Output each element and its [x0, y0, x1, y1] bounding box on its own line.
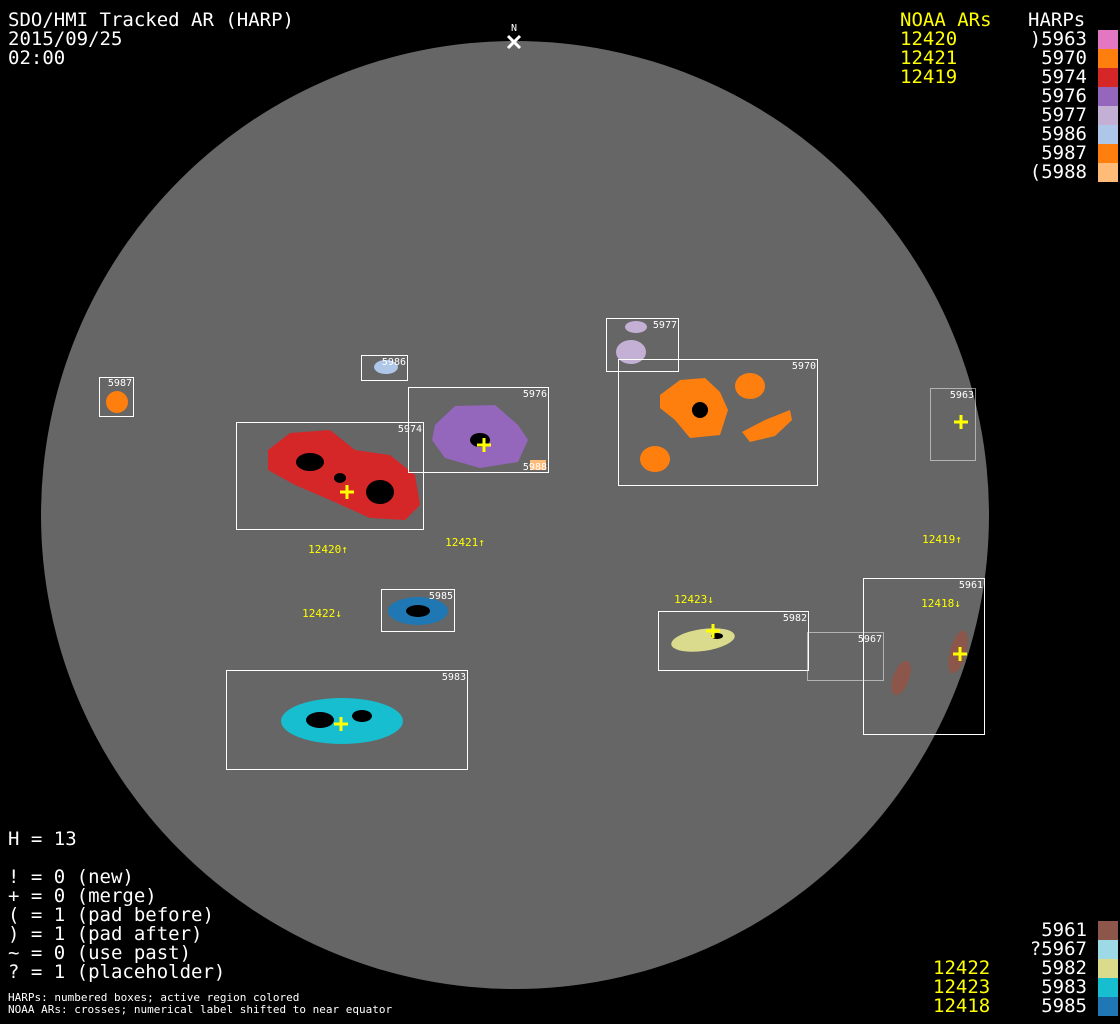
noaa-item: 12420	[900, 28, 958, 50]
harp-label: 5982	[783, 613, 807, 624]
harp-color-swatch	[1098, 921, 1118, 940]
harp-box-5982	[658, 611, 809, 671]
stat-line: ? = 1 (placeholder)	[8, 961, 226, 983]
noaa-label: 12420↑	[308, 543, 348, 556]
harp-label: 5985	[429, 591, 453, 602]
footer-note: HARPs: numbered boxes; active region col…	[8, 991, 300, 1004]
harp-boxes	[99, 318, 985, 770]
harp-color-swatch	[1098, 49, 1118, 68]
harp-color-swatch	[1098, 125, 1118, 144]
harp-legend-item: 5983	[1041, 976, 1087, 998]
image-title: SDO/HMI Tracked AR (HARP)	[8, 9, 294, 31]
harp-legend-item: 5985	[1041, 995, 1087, 1017]
noaa-label: 12422↓	[302, 607, 342, 620]
harp-color-swatch	[1098, 68, 1118, 87]
harp-color-swatch	[1098, 106, 1118, 125]
harp-box-5974	[236, 422, 424, 530]
noaa-item: 12418	[933, 995, 991, 1017]
region-5987	[106, 391, 128, 413]
harp-color-swatch	[1098, 87, 1118, 106]
harp-count: H = 13	[8, 828, 77, 850]
harp-label: 5977	[653, 320, 677, 331]
north-marker-icon	[506, 34, 522, 50]
harp-box-5987	[99, 377, 134, 417]
cross-icon	[477, 438, 491, 452]
harp-color-swatch	[1098, 163, 1118, 182]
harp-legend-item: 5986	[1041, 123, 1087, 145]
cross-icon	[334, 717, 348, 731]
cross-icon	[340, 485, 354, 499]
noaa-label: 12419↑	[922, 533, 962, 546]
harp-color-swatch	[1098, 978, 1118, 997]
harp-color-swatch	[1098, 30, 1118, 49]
harp-label: 5974	[398, 424, 422, 435]
harp-legend-item: 5977	[1041, 104, 1087, 126]
harp-legend-item: 5987	[1041, 142, 1087, 164]
noaa-header: NOAA ARs	[900, 9, 992, 31]
harp-box-5963	[930, 388, 976, 461]
harp-legend-item: 5961	[1041, 919, 1087, 941]
stat-line: ! = 0 (new)	[8, 866, 134, 888]
harp-legend-item: ?5967	[1029, 938, 1087, 960]
region-5977a	[625, 321, 647, 333]
harp-label: 5986	[382, 357, 406, 368]
noaa-item: 12421	[900, 47, 958, 69]
harp-label: 5970	[792, 361, 816, 372]
image-time: 02:00	[8, 47, 66, 69]
harp-label: 5967	[858, 634, 882, 645]
region-5977b	[616, 340, 646, 364]
noaa-item: 12419	[900, 66, 958, 88]
cross-icon	[706, 624, 720, 638]
noaa-label: 12423↓	[674, 593, 714, 606]
harp-box-5977	[606, 318, 679, 372]
stat-line: + = 0 (merge)	[8, 885, 157, 907]
harp-label: 5976	[523, 389, 547, 400]
harp-color-swatch	[1098, 144, 1118, 163]
harp-legend-item: 5974	[1041, 66, 1087, 88]
harp-color-swatch	[1098, 959, 1118, 978]
harp-color-swatch	[1098, 997, 1118, 1016]
north-label: N	[511, 23, 517, 34]
footer-note: NOAA ARs: crosses; numerical label shift…	[8, 1003, 393, 1016]
noaa-crosses	[334, 415, 968, 731]
region-5961a	[891, 660, 911, 696]
region-5970b	[735, 373, 765, 399]
stat-line: ) = 1 (pad after)	[8, 923, 203, 945]
harp-box-5961	[863, 578, 985, 735]
harp-label: 5963	[950, 390, 974, 401]
stat-line: ~ = 0 (use past)	[8, 942, 192, 964]
harp-legend-item: (5988	[1029, 161, 1087, 183]
noaa-label: 12418↓	[921, 597, 961, 610]
region-5986	[374, 360, 398, 374]
cross-icon	[953, 647, 967, 661]
harp-box-5970	[618, 359, 818, 486]
harp-box-5985	[381, 589, 455, 632]
region-5961b	[948, 630, 968, 674]
harp-legend-item: 5976	[1041, 85, 1087, 107]
cross-icon	[954, 415, 968, 429]
noaa-item: 12422	[933, 957, 991, 979]
region-5988	[530, 460, 546, 470]
solar-disk	[41, 41, 989, 989]
harp-box-5986	[361, 355, 408, 381]
noaa-label: 12421↑	[445, 536, 485, 549]
harp-label: 5961	[959, 580, 983, 591]
harp-header: HARPs	[1028, 9, 1086, 31]
region-5970c	[742, 410, 792, 442]
region-5970d	[640, 446, 670, 472]
harp-box-5976	[408, 387, 549, 473]
harp-color-swatch	[1098, 940, 1118, 959]
harp-label: 5987	[108, 378, 132, 389]
image-date: 2015/09/25	[8, 28, 123, 50]
harp-box-5983	[226, 670, 468, 770]
harp-legend-item: 5982	[1041, 957, 1087, 979]
harp-legend-item: )5963	[1029, 28, 1087, 50]
stat-line: ( = 1 (pad before)	[8, 904, 214, 926]
harp-label: 5983	[442, 672, 466, 683]
noaa-item: 12423	[933, 976, 991, 998]
harp-label: 5988	[523, 462, 547, 473]
harp-legend-item: 5970	[1041, 47, 1087, 69]
harp-box-5967	[807, 632, 884, 681]
